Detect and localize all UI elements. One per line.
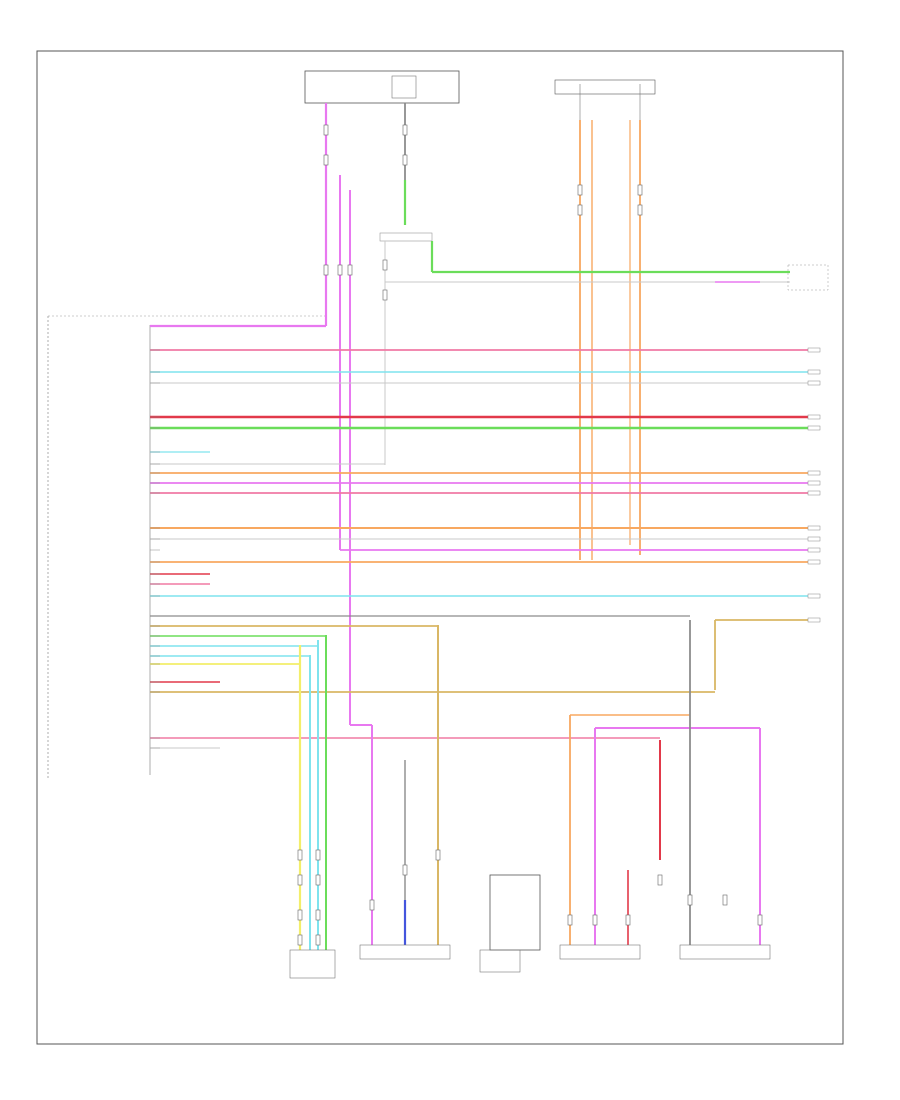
connector-icon [347,264,353,276]
right-pin-marker [807,414,821,420]
connector-group [297,124,763,946]
connector-icon [297,934,303,946]
connector-icon [323,124,329,136]
connector-icon [402,864,408,876]
connector-icon [402,124,408,136]
connector-icon [687,894,693,906]
right-module-pins [807,347,821,623]
connector-icon [382,289,388,301]
right-pin-marker [807,525,821,531]
right-pin-marker [807,380,821,386]
connector-icon [323,154,329,166]
right-pin-marker [807,593,821,599]
right-pin-marker [807,425,821,431]
right-pin-marker [807,470,821,476]
fuse-block [391,75,417,99]
connector-icon [625,914,631,926]
connector-icon [315,934,321,946]
connector-icon [722,894,728,906]
connector-icon [382,259,388,271]
connector-icon [577,184,583,196]
right-pin-marker [807,369,821,375]
connector-icon [297,874,303,886]
right-pin-marker [807,547,821,553]
connector-icon [315,874,321,886]
connector-icon [323,264,329,276]
component-sensor-bottom [289,949,336,979]
right-pin-marker [807,480,821,486]
connector-icon [657,874,663,886]
diagram-frame [36,50,844,1045]
right-pin-marker [807,617,821,623]
component-right-bottom [679,944,771,960]
right-pin-marker [807,536,821,542]
connector-icon [402,154,408,166]
connector-icon [337,264,343,276]
connector-icon [757,914,763,926]
right-pin-marker [807,559,821,565]
component-center-bottom [559,944,641,960]
connector-icon [369,899,375,911]
connector-icon [435,849,441,861]
right-module-top [787,264,829,291]
horizontal-wire-bus [150,349,820,749]
connector-icon [637,204,643,216]
connector-icon [315,909,321,921]
connector-icon [637,184,643,196]
component-left-bottom [359,944,451,960]
connector-icon [297,849,303,861]
component-switch-bottom [479,949,521,973]
connector-icon [297,909,303,921]
connector-icon [592,914,598,926]
connector-icon [567,914,573,926]
junction-block [379,232,433,242]
connector-icon [315,849,321,861]
right-pin-marker [807,347,821,353]
fuse-box-top-left [304,70,460,104]
connector-icon [577,204,583,216]
fuse-box-top-right [554,79,656,95]
right-pin-marker [807,490,821,496]
sensor-bracket-center [489,874,541,951]
